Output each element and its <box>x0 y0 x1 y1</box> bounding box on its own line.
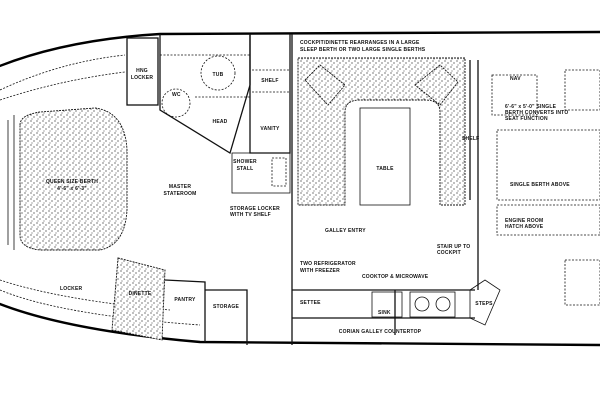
shelf-label-aft: SHELF <box>462 136 479 142</box>
cooktop-label: COOKTOP & MICROWAVE <box>362 274 429 280</box>
pantry-label: PANTRY <box>174 297 196 303</box>
dinette-seat-label: DINETTE <box>129 291 152 297</box>
dinette-note: COCKPIT/DINETTE REARRANGES IN A LARGE <box>300 40 420 46</box>
refrigerator-label-2: WITH FREEZER <box>300 268 340 274</box>
tub-label: TUB <box>213 72 224 78</box>
aft-berth <box>496 129 600 201</box>
engine-label: ENGINE ROOM <box>505 218 543 224</box>
wc-label: WC <box>172 92 181 98</box>
refrigerator-label: TWO REFRIGERATOR <box>300 261 356 267</box>
dinette-settee <box>297 57 466 206</box>
master-berth-size: 4'-6" x 6'-3" <box>57 186 87 192</box>
shower-label-2: STALL <box>237 166 254 172</box>
galley-entry-label: GALLEY ENTRY <box>325 228 366 234</box>
nav-label: NAV <box>510 76 521 82</box>
vanity-label: VANITY <box>260 126 280 132</box>
steps-label: STEPS <box>475 301 493 307</box>
stateroom-label-2: STATEROOM <box>163 191 196 197</box>
stateroom-label: MASTER <box>169 184 191 190</box>
master-berth <box>19 107 128 251</box>
shower-stall <box>231 152 291 194</box>
shelf-label: SHELF <box>261 78 278 84</box>
engine-label-2: HATCH ABOVE <box>505 224 544 230</box>
table-label: TABLE <box>376 166 394 172</box>
steps <box>469 279 501 326</box>
storage-note: STORAGE LOCKER <box>230 206 280 212</box>
hanging-locker-label: HNG <box>136 68 148 74</box>
sink <box>371 291 403 318</box>
hanging-locker <box>126 37 159 106</box>
tub-circle <box>200 55 236 91</box>
dinette-note-2: SLEEP BERTH OR TWO LARGE SINGLE BERTHS <box>300 47 426 53</box>
head-label: HEAD <box>213 119 228 125</box>
dinette-seat-aft <box>111 257 166 341</box>
galley-counter-label: CORIAN GALLEY COUNTERTOP <box>339 329 422 335</box>
storage-note-2: WITH TV SHELF <box>230 212 271 218</box>
helm-seat-note-3: SEAT FUNCTION <box>505 116 548 122</box>
helm-seat-note-2: BERTH CONVERTS INTO <box>505 110 568 116</box>
helm-seat-note: 6'-6" x 5'-0" SINGLE <box>505 104 557 110</box>
sink-label: SINK <box>378 310 391 316</box>
settee-label: SETTEE <box>300 300 321 306</box>
dinette-table <box>359 107 411 206</box>
aft-berth-label: SINGLE BERTH ABOVE <box>510 182 570 188</box>
gunwale-line <box>0 54 201 326</box>
cooktop <box>409 291 456 318</box>
locker-label: LOCKER <box>60 286 82 292</box>
stair-label: STAIR UP TO <box>437 244 470 250</box>
master-berth-label: QUEEN SIZE BERTH <box>46 179 98 185</box>
wc-circle <box>161 88 191 118</box>
shower-label: SHOWER <box>233 159 257 165</box>
hull-outline <box>0 30 600 347</box>
storage-label: STORAGE <box>213 304 239 310</box>
stair-label-2: COCKPIT <box>437 250 461 256</box>
hanging-locker-label-2: LOCKER <box>131 75 153 81</box>
